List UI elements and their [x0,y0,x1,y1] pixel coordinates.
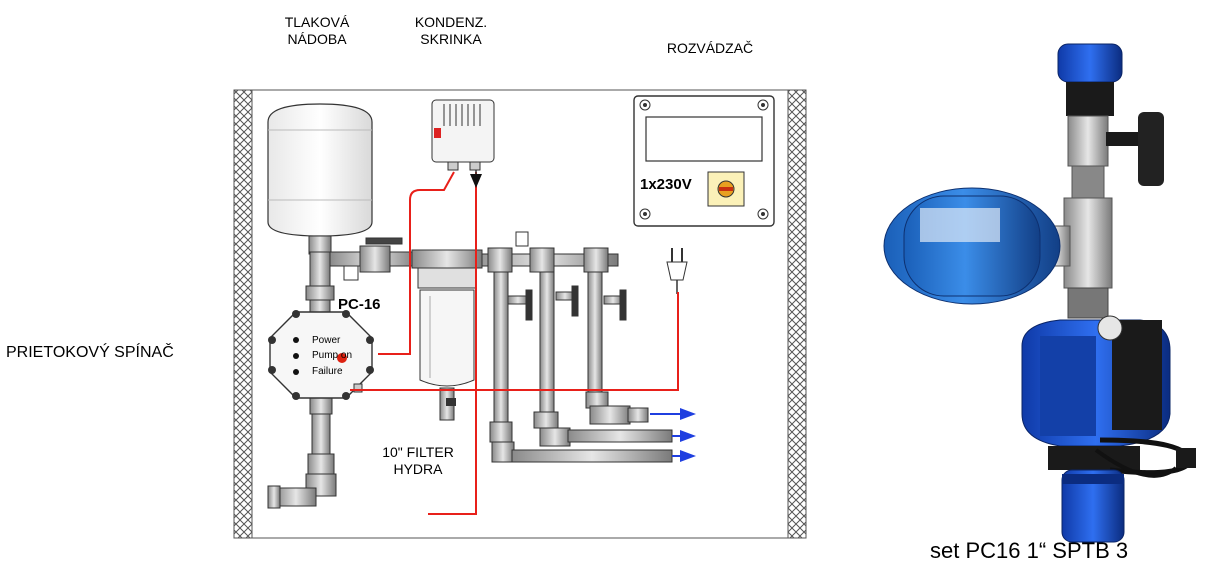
outlet-arrows [650,408,696,462]
condensate-label-line1: KONDENZ. [414,14,488,30]
filter-housing [411,249,483,421]
led-failure-label: Failure [312,366,343,377]
red-cables [350,171,679,515]
tank-label-line1: TLAKOVÁ [284,14,350,30]
filter-label: 10" FILTER HYDRA [368,444,468,478]
controller-label: PC-16 [338,296,381,313]
condensate-box [431,99,495,171]
tank-label: TLAKOVÁ NÁDOBA [272,14,362,48]
tank-label-line2: NÁDOBA [287,31,347,47]
pressure-tank [267,103,373,255]
product-illustration [883,43,1196,543]
led-pump-label: Pump on [312,350,353,361]
condensate-label-line2: SKRINKA [420,31,482,47]
condensate-label: KONDENZ. SKRINKA [396,14,506,48]
distribution-label: ROZVÁDZAČ [666,40,754,56]
plug-icon [666,248,688,294]
led-power-label: Power [312,335,341,346]
pc16-controller [268,310,374,400]
product-caption: set PC16 1“ SPTB 3 [930,538,1129,563]
distribution-board [633,95,775,227]
drain-arrow [470,170,482,188]
filter-label-line1: 10" FILTER [382,444,454,460]
pipe-network [267,231,673,509]
voltage-label: 1x230V [640,176,692,193]
flow-switch-label: PRIETOKOVÝ SPÍNAČ [6,344,174,361]
filter-label-line2: HYDRA [393,461,443,477]
